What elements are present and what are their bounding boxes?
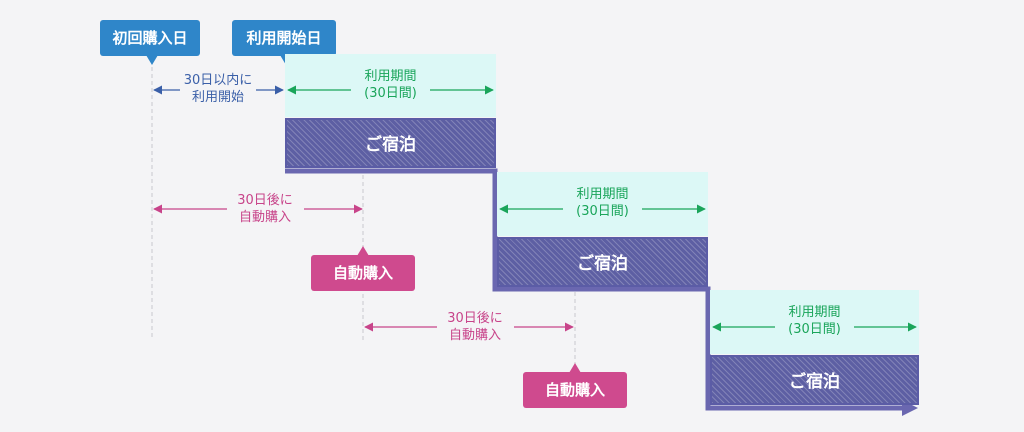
auto-purchase-bubble-1: 自動購入: [311, 246, 415, 291]
stay-block-1-label: ご宿泊: [365, 135, 416, 155]
auto-purchase-bubble-2: 自動購入: [523, 363, 627, 408]
usage-period-3: 利用期間 (30日間): [710, 290, 919, 354]
stay-block-3-label: ご宿泊: [789, 372, 840, 392]
usage-period-1: 利用期間 (30日間): [285, 54, 496, 117]
usage-period-3-arrow: [712, 322, 917, 332]
usage-period-2-arrow: [499, 204, 706, 214]
start-within-label: 30日以内に 利用開始: [183, 73, 253, 105]
usage-period-1-label: 利用期間 (30日間): [364, 69, 417, 101]
usage-start-day-label: 利用開始日: [246, 29, 322, 47]
usage-period-1-arrow: [287, 85, 494, 95]
usage-start-day-bubble: 利用開始日: [232, 20, 336, 65]
auto-purchase-interval-label-1: 30日後に 自動購入: [237, 193, 293, 225]
stay-block-1: ご宿泊: [285, 118, 496, 168]
auto-purchase-interval-label-2: 30日後に 自動購入: [447, 311, 503, 343]
first-purchase-day-label: 初回購入日: [112, 29, 188, 47]
auto-purchase-bubble-1-label: 自動購入: [332, 264, 393, 282]
stay-block-3: ご宿泊: [710, 355, 919, 405]
first-purchase-day-bubble: 初回購入日: [100, 20, 200, 65]
stay-block-2: ご宿泊: [497, 237, 708, 287]
usage-period-2-label: 利用期間 (30日間): [576, 187, 629, 219]
auto-purchase-bubble-2-label: 自動購入: [544, 381, 605, 399]
stay-block-2-label: ご宿泊: [577, 254, 628, 274]
step-line: [285, 168, 908, 411]
usage-period-2: 利用期間 (30日間): [497, 172, 708, 236]
usage-period-3-label: 利用期間 (30日間): [788, 305, 841, 337]
